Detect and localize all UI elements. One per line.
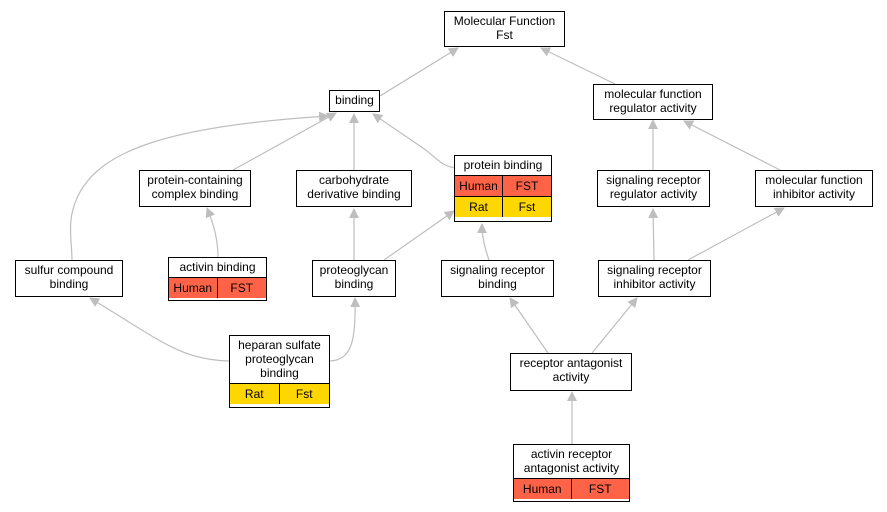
node-label-line: Molecular Function	[453, 14, 556, 28]
edge-hspb-to-pgb	[329, 297, 361, 362]
node-label-line: derivative binding	[307, 187, 401, 201]
edge-mfia-to-mfra	[683, 120, 781, 171]
node-label-line: signaling receptor	[607, 263, 702, 277]
node-label-line: activin binding	[179, 260, 256, 274]
node-label-line: complex binding	[151, 187, 239, 201]
rat-gene-cell: Fst	[503, 196, 551, 217]
node-label-line: binding	[478, 277, 517, 291]
node-label-line: protein-containing	[147, 173, 243, 187]
node-signaling-receptor-regulator-activity[interactable]: signaling receptor regulator activity	[597, 170, 710, 207]
node-binding[interactable]: binding	[329, 90, 380, 112]
human-species-cell: Human	[514, 478, 572, 499]
rat-species-cell: Rat	[455, 196, 503, 217]
edge-raa-to-sria	[591, 297, 638, 354]
human-species-cell: Human	[455, 175, 503, 196]
edge-binding-to-mf	[379, 47, 459, 97]
node-label-line: heparan sulfate	[238, 338, 321, 352]
edge-srb-to-pb	[477, 223, 490, 261]
node-label-line: binding	[334, 277, 374, 291]
edge-raa-to-srb	[509, 297, 549, 354]
node-label-line: proteoglycan	[245, 352, 314, 366]
node-label-line: molecular function	[604, 87, 702, 101]
node-molecular-function-inhibitor-activity[interactable]: molecular function inhibitor activity	[755, 170, 873, 207]
rat-gene-cell: Fst	[279, 383, 329, 404]
node-label-line: sulfur compound	[24, 263, 114, 277]
node-protein-binding[interactable]: protein binding Human FST Rat Fst	[454, 155, 552, 222]
edge-sria-to-srra	[648, 208, 659, 261]
node-label-line: inhibitor activity	[772, 187, 856, 201]
node-label-line: proteoglycan	[319, 263, 389, 277]
node-signaling-receptor-inhibitor-activity[interactable]: signaling receptor inhibitor activity	[598, 260, 711, 297]
node-label-line: regulator activity	[609, 101, 697, 115]
human-gene-cell: FST	[217, 277, 266, 298]
human-species-cell: Human	[169, 277, 218, 298]
node-molecular-function[interactable]: Molecular Function Fst	[444, 11, 565, 47]
node-heparan-sulfate-proteoglycan-binding[interactable]: heparan sulfate proteoglycan binding Rat…	[229, 335, 330, 408]
node-label-line: protein binding	[463, 158, 543, 172]
rat-species-cell: Rat	[230, 383, 280, 404]
edge-sria-to-mfia	[687, 207, 785, 261]
node-label-line: activity	[552, 370, 590, 384]
node-label-line: carbohydrate	[318, 173, 390, 187]
node-label-line: receptor antagonist	[519, 356, 623, 370]
node-molecular-function-regulator-activity[interactable]: molecular function regulator activity	[593, 84, 713, 120]
node-proteoglycan-binding[interactable]: proteoglycan binding	[312, 260, 396, 297]
node-label-line: activin receptor	[530, 447, 613, 461]
node-label-line: Fst	[496, 28, 513, 42]
edge-hspb-to-scb	[89, 297, 231, 362]
node-label-line: regulator activity	[609, 187, 698, 201]
node-label-line: binding	[335, 93, 374, 107]
edge-pb-to-binding	[372, 113, 457, 169]
node-carbohydrate-derivative-binding[interactable]: carbohydrate derivative binding	[296, 170, 412, 207]
node-label-line: molecular function	[765, 173, 863, 187]
human-gene-cell: FST	[503, 175, 551, 196]
node-label-line: inhibitor activity	[613, 277, 696, 291]
node-signaling-receptor-binding[interactable]: signaling receptor binding	[441, 260, 554, 297]
edge-pccb-to-binding	[232, 112, 337, 171]
node-activin-binding[interactable]: activin binding Human FST	[168, 257, 267, 301]
edge-scb-to-binding	[69, 111, 329, 262]
node-label-line: signaling receptor	[606, 173, 701, 187]
edge-pgb-to-pb	[383, 210, 455, 261]
edge-ab-to-pccb	[205, 207, 219, 259]
human-gene-cell: FST	[571, 478, 629, 499]
node-label-line: signaling receptor	[450, 263, 545, 277]
node-label-line: antagonist activity	[523, 461, 620, 475]
node-receptor-antagonist-activity[interactable]: receptor antagonist activity	[510, 353, 632, 391]
node-activin-receptor-antagonist-activity[interactable]: activin receptor antagonist activity Hum…	[513, 444, 630, 502]
edge-mfra-to-mf	[540, 47, 616, 85]
node-protein-containing-complex-binding[interactable]: protein-containing complex binding	[139, 170, 251, 207]
node-label-line: binding	[49, 277, 89, 291]
node-label-line: binding	[260, 366, 299, 380]
node-sulfur-compound-binding[interactable]: sulfur compound binding	[15, 260, 123, 297]
